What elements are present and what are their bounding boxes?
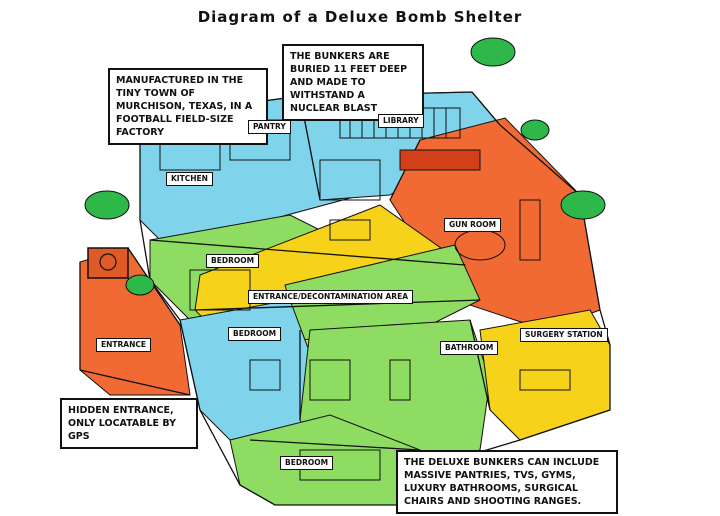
- label-bedroom-1: Bedroom: [206, 254, 260, 268]
- label-entrance: Entrance: [96, 338, 151, 352]
- label-pantry: Pantry: [248, 120, 291, 134]
- label-library: Library: [378, 114, 424, 128]
- bushes: [84, 37, 606, 296]
- label-bedroom-2: Bedroom: [228, 327, 282, 341]
- note-factory: Manufactured in the tiny town of Murchis…: [108, 68, 268, 145]
- label-bedroom-3: Bedroom: [280, 456, 334, 470]
- page-title: Diagram of a Deluxe Bomb Shelter: [197, 8, 523, 26]
- label-kitchen: Kitchen: [166, 172, 213, 186]
- label-bathroom: Bathroom: [440, 341, 499, 355]
- note-hidden: Hidden entrance, only locatable by GPS: [60, 398, 198, 449]
- note-buried: The bunkers are buried 11 feet deep and …: [282, 44, 424, 121]
- entrance-hatch: [87, 247, 129, 279]
- label-surgery: Surgery Station: [520, 328, 608, 342]
- label-entrance-decon: Entrance/Decontamination Area: [248, 290, 414, 304]
- label-gun-room: Gun Room: [444, 218, 502, 232]
- note-deluxe: The deluxe bunkers can include massive p…: [396, 450, 618, 514]
